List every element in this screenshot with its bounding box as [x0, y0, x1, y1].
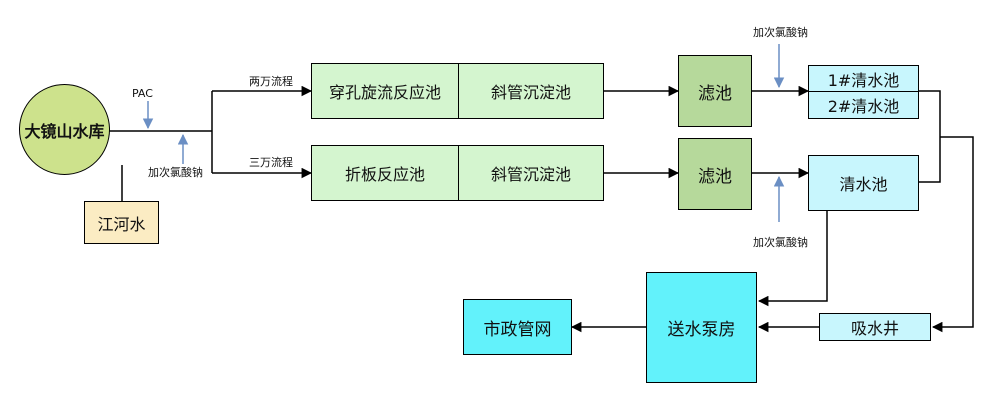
river-node: 江河水 [84, 201, 159, 244]
line-20k-label: 两万流程 [249, 75, 293, 88]
pump-house-node: 送水泵房 [646, 272, 757, 383]
chlorite-bottom-label: 加次氯酸钠 [753, 236, 808, 249]
chlorite-inlet-label: 加次氯酸钠 [148, 166, 203, 179]
header-to-suction [931, 136, 974, 333]
settling-tank-2-node: 斜管沉淀池 [458, 145, 604, 201]
line-30k-label: 三万流程 [249, 156, 293, 169]
clear-well-node: 清水池 [808, 155, 919, 211]
pac-label: PAC [132, 87, 153, 100]
reservoir-node: 大镜山水库 [19, 84, 110, 175]
baffle-reactor-node: 折板反应池 [311, 145, 459, 201]
municipal-network-node: 市政管网 [463, 299, 572, 355]
suction-well-node: 吸水井 [819, 313, 931, 341]
clear-well-2-node: 2#清水池 [808, 91, 919, 119]
clearwell1-2-outlet [919, 90, 941, 183]
orifice-reactor-node: 穿孔旋流反应池 [311, 63, 459, 119]
filter-2-node: 滤池 [678, 138, 752, 210]
chlorite-top-label: 加次氯酸钠 [753, 26, 808, 39]
settling-tank-1-node: 斜管沉淀池 [458, 63, 604, 119]
filter-1-node: 滤池 [678, 55, 752, 127]
clearwell-to-pumphouse [757, 210, 828, 307]
clear-well-1-node: 1#清水池 [808, 65, 919, 92]
